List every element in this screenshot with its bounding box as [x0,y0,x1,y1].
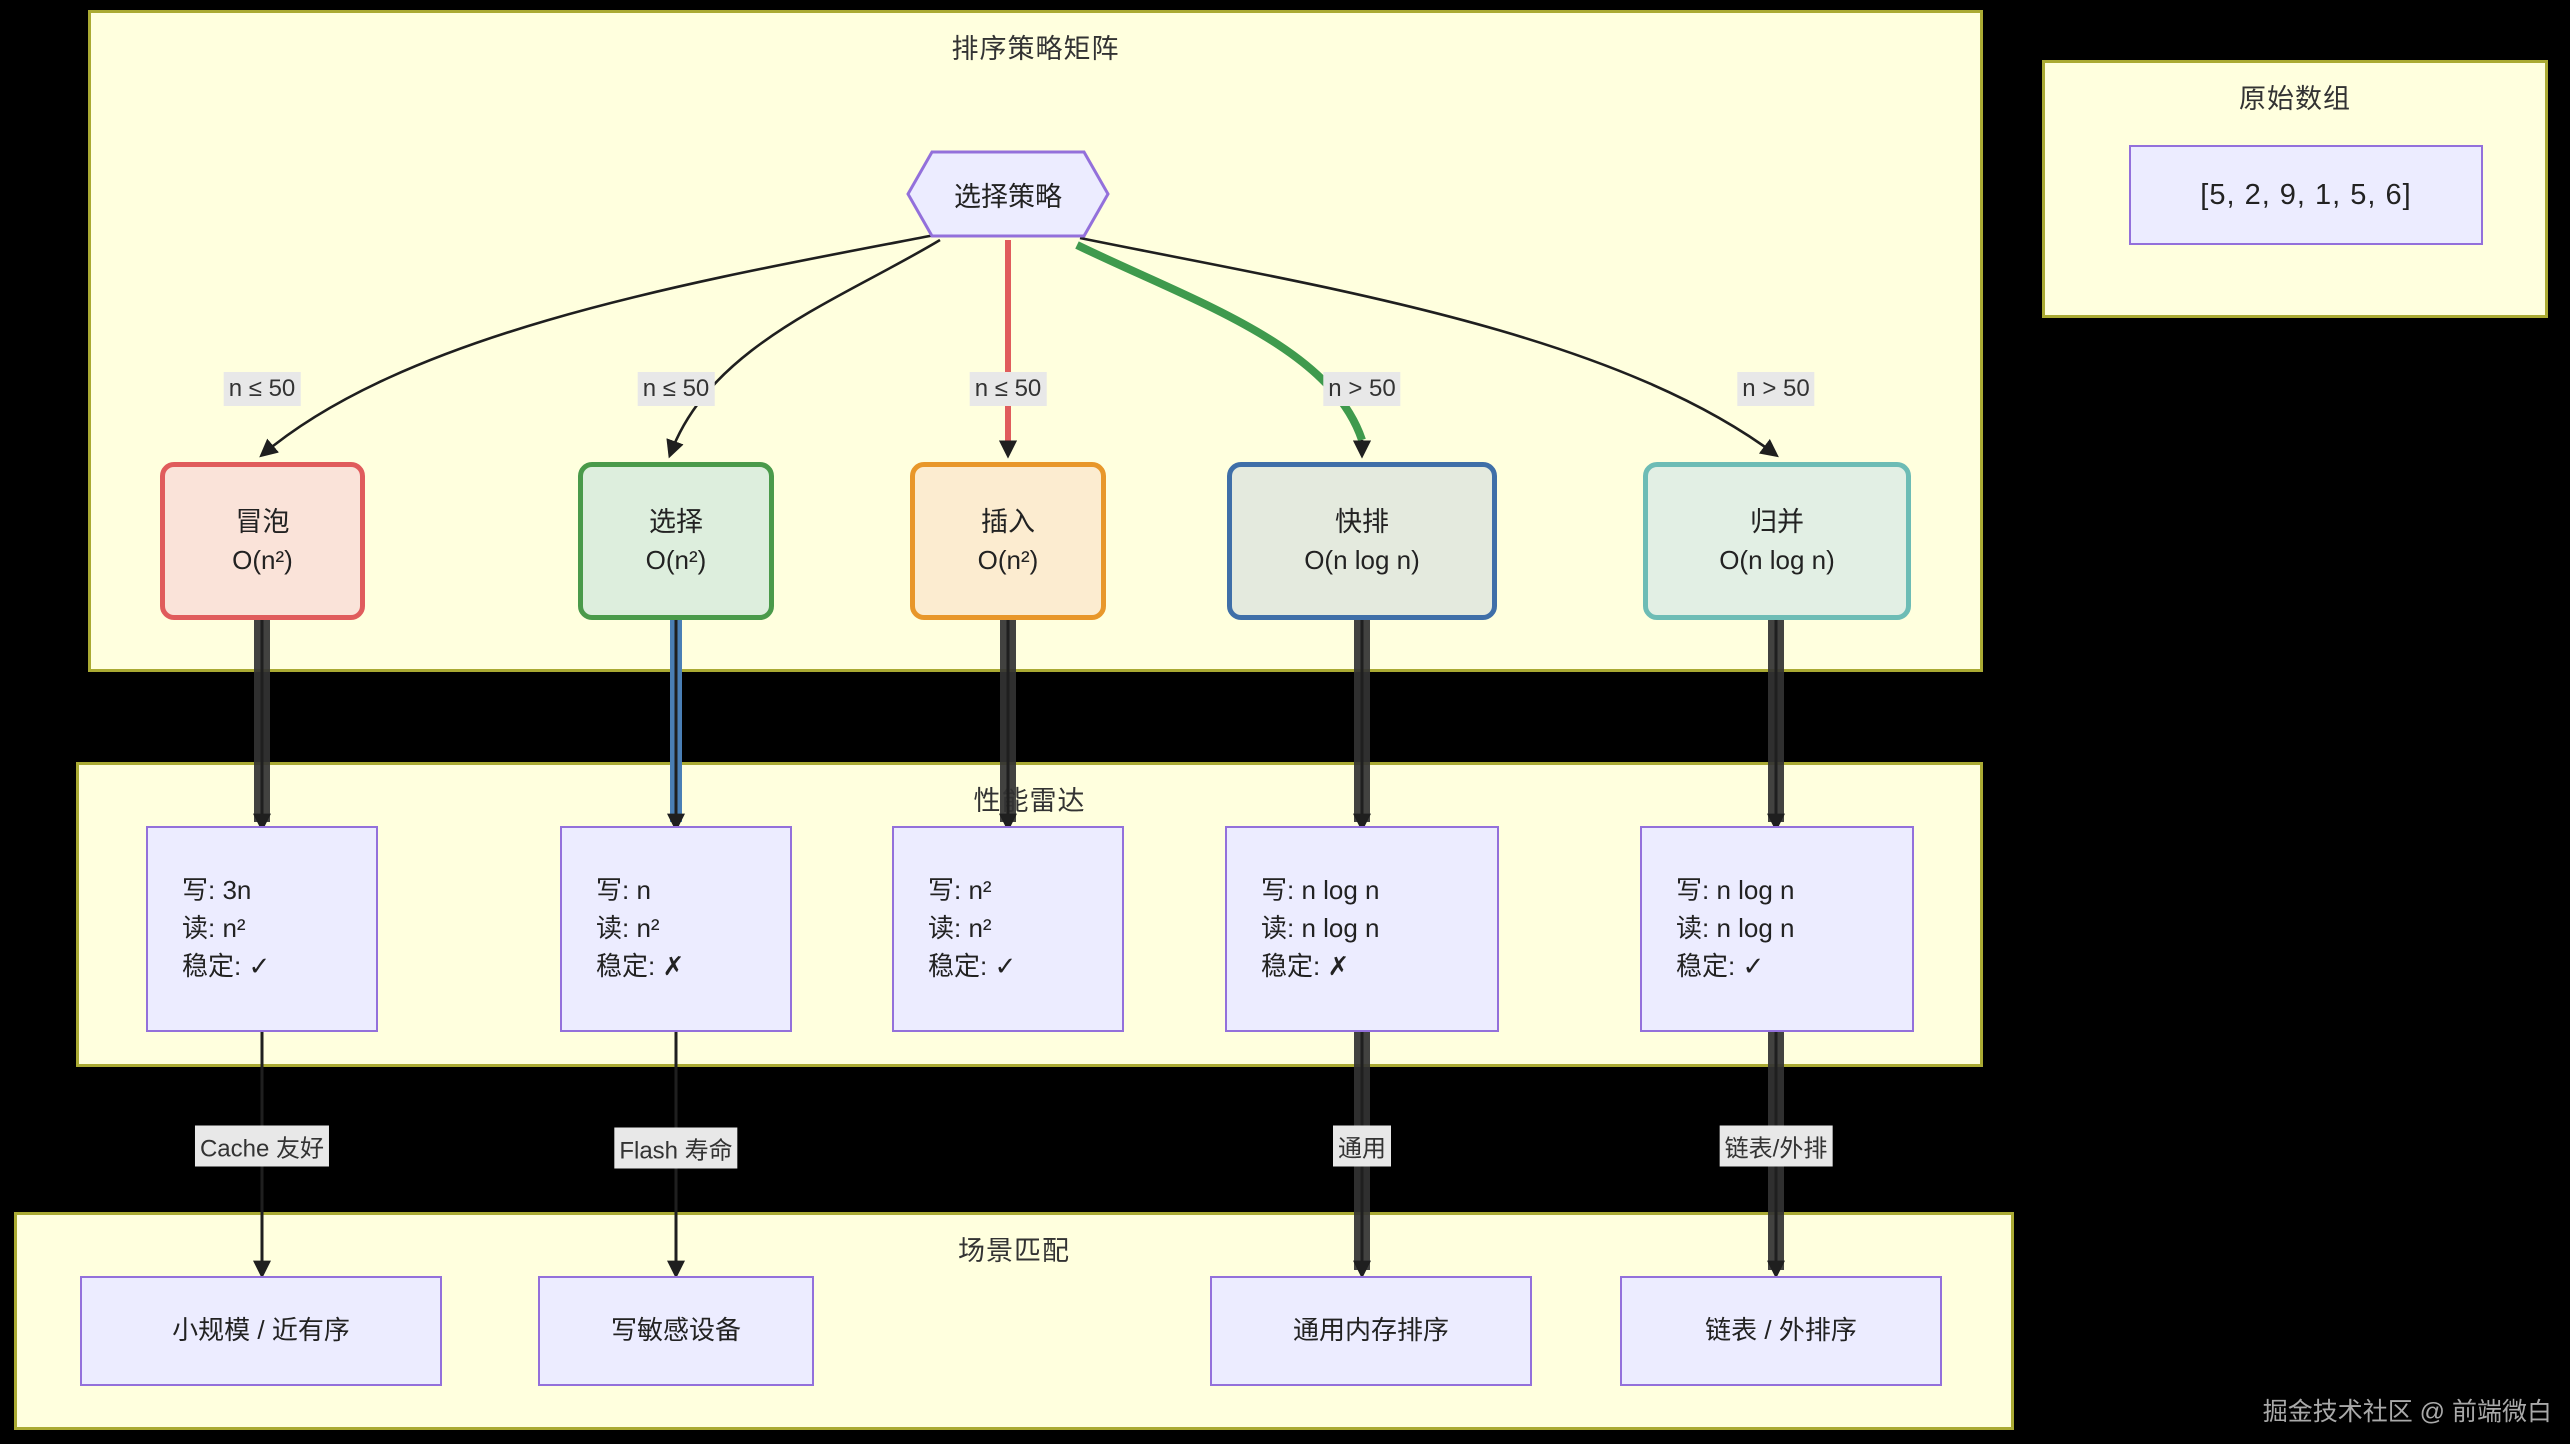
algorithm-complexity-2: O(n²) [977,544,1039,575]
source-array-value: [5, 2, 9, 1, 5, 6] [2129,145,2483,245]
metric-read-4: 读: n log n [1676,913,1795,944]
metric-write-3: 写: n log n [1261,875,1380,906]
scenario-node-1[interactable]: 写敏感设备 [538,1276,814,1386]
algorithm-complexity-0: O(n²) [232,544,293,575]
scenario-edge-label-2: 通用 [1333,1125,1391,1167]
subgraph-title-strategy-matrix: 排序策略矩阵 [951,34,1120,64]
algorithm-node-快排[interactable]: 快排 O(n log n) [1227,462,1497,620]
subgraph-title-source-array: 原始数组 [2239,84,2351,114]
metric-node-2[interactable]: 写: n² 读: n² 稳定: ✓ [892,826,1124,1032]
subgraph-source-array: 原始数组 [5, 2, 9, 1, 5, 6] [2042,60,2548,318]
algorithm-name-0: 冒泡 [235,506,290,537]
metric-stable-1: 稳定: ✗ [596,950,685,981]
algorithm-node-选择[interactable]: 选择 O(n²) [578,462,774,620]
subgraph-title-scenario-match: 场景匹配 [958,1236,1070,1266]
algorithm-name-2: 插入 [981,506,1035,537]
branch-label-3: n > 50 [1323,372,1401,406]
metric-stable-2: 稳定: ✓ [928,950,1017,981]
metric-node-4[interactable]: 写: n log n 读: n log n 稳定: ✓ [1640,826,1914,1032]
scenario-edge-label-1: Flash 寿命 [614,1127,738,1169]
algorithm-node-归并[interactable]: 归并 O(n log n) [1643,462,1911,620]
metric-read-0: 读: n² [182,913,246,944]
scenario-edge-label-3: 链表/外排 [1719,1125,1833,1167]
branch-label-1: n ≤ 50 [637,372,715,406]
metric-stable-4: 稳定: ✓ [1676,950,1765,981]
metric-stable-3: 稳定: ✗ [1261,950,1350,981]
algorithm-complexity-3: O(n log n) [1304,544,1420,575]
metric-write-0: 写: 3n [182,875,252,906]
scenario-node-0[interactable]: 小规模 / 近有序 [80,1276,442,1386]
algorithm-name-4: 归并 [1750,506,1804,537]
metric-node-0[interactable]: 写: 3n 读: n² 稳定: ✓ [146,826,378,1032]
metric-read-3: 读: n log n [1261,913,1380,944]
algorithm-node-冒泡[interactable]: 冒泡 O(n²) [160,462,365,620]
branch-label-0: n ≤ 50 [223,372,301,406]
metric-node-1[interactable]: 写: n 读: n² 稳定: ✗ [560,826,792,1032]
algorithm-name-1: 选择 [649,506,703,537]
subgraph-title-performance-radar: 性能雷达 [973,786,1086,816]
algorithm-complexity-4: O(n log n) [1719,544,1835,575]
watermark: 掘金技术社区 @ 前端微白 [2262,1398,2552,1426]
hexagon-shape [906,150,1110,238]
metric-stable-0: 稳定: ✓ [182,950,271,981]
branch-label-2: n ≤ 50 [969,372,1047,406]
metric-node-3[interactable]: 写: n log n 读: n log n 稳定: ✗ [1225,826,1499,1032]
metric-write-1: 写: n [596,875,651,906]
algorithm-name-3: 快排 [1335,506,1389,537]
scenario-node-3[interactable]: 链表 / 外排序 [1620,1276,1942,1386]
branch-label-4: n > 50 [1737,372,1815,406]
metric-read-2: 读: n² [928,913,992,944]
algorithm-complexity-1: O(n²) [645,544,707,575]
algorithm-node-插入[interactable]: 插入 O(n²) [910,462,1106,620]
decision-node-选择策略[interactable]: 选择策略 [906,150,1110,238]
metric-write-4: 写: n log n [1676,875,1795,906]
decision-node-label: 选择策略 [954,181,1062,212]
scenario-edge-label-0: Cache 友好 [194,1125,330,1167]
metric-read-1: 读: n² [596,913,660,944]
metric-write-2: 写: n² [928,875,992,906]
scenario-node-2[interactable]: 通用内存排序 [1210,1276,1532,1386]
